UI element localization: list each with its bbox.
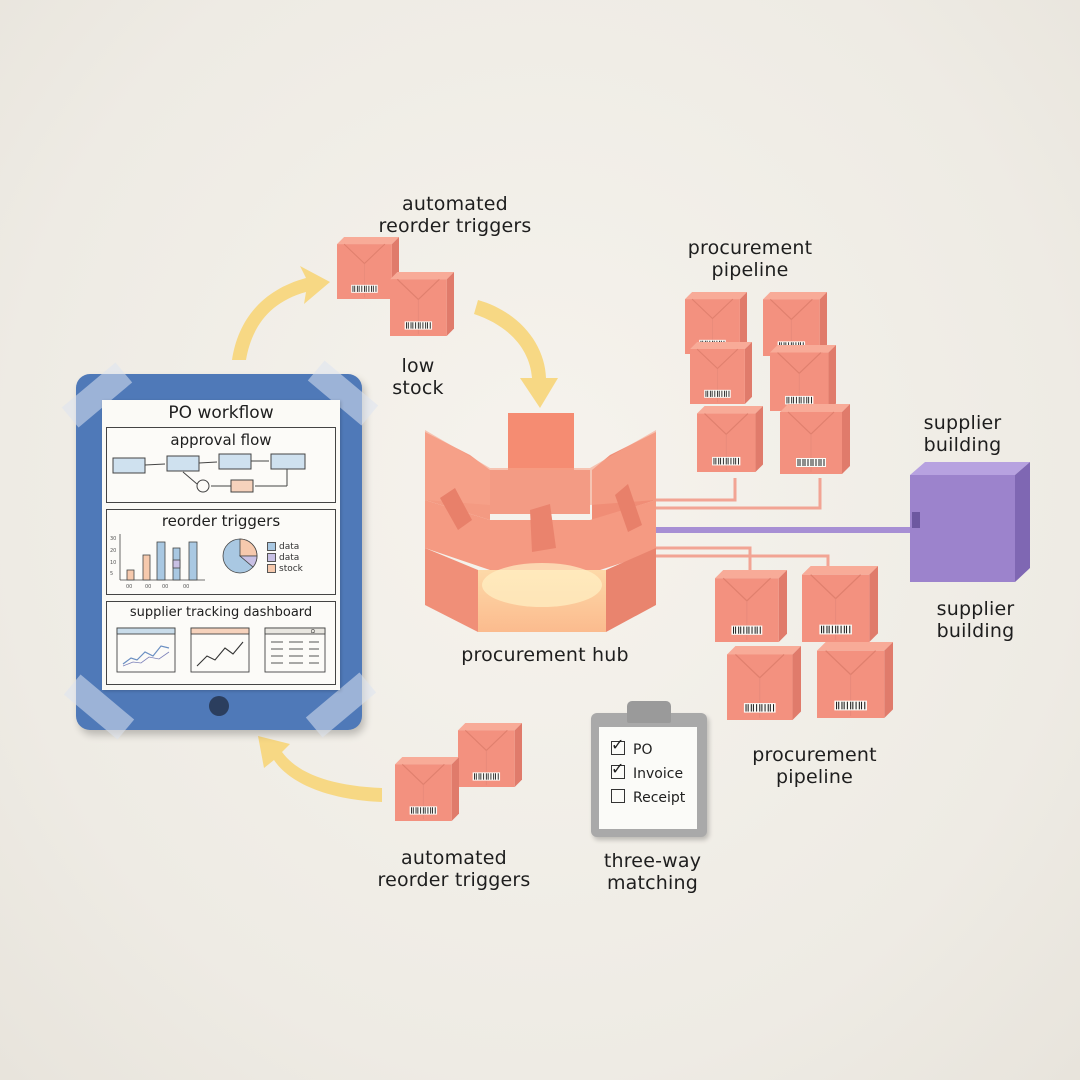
- pipeline-boxes-top: [685, 292, 850, 475]
- reorder-bar-chart: 30 20 10 5 00 00 00 00: [110, 534, 258, 590]
- bar-axis-label: 30: [110, 536, 116, 542]
- supplier-dashboard-panel: supplier tracking dashboard: [106, 601, 336, 685]
- bar-tick-label: 00: [145, 584, 151, 590]
- three-way-matching-clipboard: PO Invoice Receipt: [591, 701, 707, 837]
- bar-axis-label: 5: [110, 571, 113, 577]
- reorder-pie-chart: [222, 538, 258, 574]
- bar-axis-label: 20: [110, 548, 116, 554]
- po-workflow-title: PO workflow: [168, 403, 274, 423]
- reorder-triggers-title: reorder triggers: [161, 512, 281, 530]
- supplier-building: [910, 462, 1030, 582]
- connector-lines: [655, 478, 830, 570]
- legend-item: data: [267, 553, 299, 563]
- legend-item: data: [267, 542, 299, 552]
- home-button[interactable]: [209, 696, 229, 716]
- bar-tick-label: 00: [162, 584, 168, 590]
- approval-flow-title: approval flow: [170, 431, 272, 449]
- flow-arrows: [232, 266, 558, 802]
- checkbox-checked-icon: [611, 759, 625, 779]
- bar-tick-label: 00: [126, 584, 132, 590]
- dashboard-widgets: Ω: [116, 627, 326, 673]
- label-procurement-hub: procurement hub: [461, 644, 629, 666]
- approval-flow-panel: approval flow: [106, 427, 336, 503]
- approval-flow-chart: [112, 453, 306, 493]
- tablet-device: PO workflow approval flow: [61, 360, 379, 740]
- clipboard-clip: [627, 701, 671, 723]
- procurement-hub: [425, 413, 656, 632]
- reorder-boxes-top: [337, 237, 454, 336]
- bar-tick-label: 00: [183, 584, 189, 590]
- po-workflow-screen: PO workflow approval flow: [102, 400, 340, 690]
- reorder-boxes-bottom: [395, 722, 522, 822]
- checklist-item-receipt: Receipt: [611, 789, 685, 806]
- legend-item: stock: [267, 564, 303, 574]
- bar-axis-label: 10: [110, 560, 116, 566]
- reorder-triggers-panel: reorder triggers 30 20 10 5 00 00 00 00: [106, 509, 336, 595]
- table-header-glyph: Ω: [311, 629, 315, 635]
- checkbox-checked-icon: [611, 735, 625, 755]
- supplier-dashboard-title: supplier tracking dashboard: [129, 605, 313, 620]
- clipboard-paper: PO Invoice Receipt: [599, 727, 697, 829]
- checklist-item-po: PO: [611, 735, 652, 758]
- checklist-item-invoice: Invoice: [611, 759, 683, 782]
- pipeline-boxes-bottom: [715, 565, 893, 721]
- checkbox-empty-icon: [611, 789, 625, 803]
